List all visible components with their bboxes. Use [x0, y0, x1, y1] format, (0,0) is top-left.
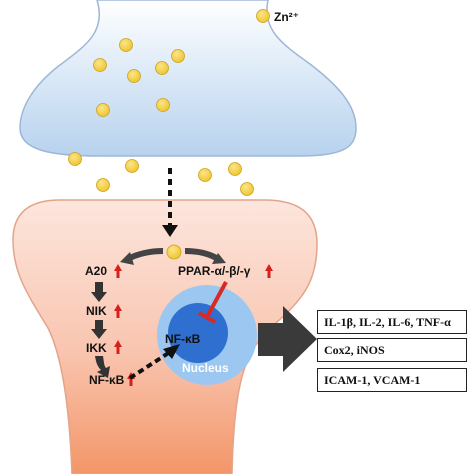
presynaptic-terminal [19, 0, 357, 157]
presynaptic-zinc-ions [93, 38, 185, 117]
nucleus: NF-κB Nucleus [157, 285, 257, 385]
legend: Zn²⁺ [256, 9, 299, 24]
cytokines-box: IL-1β, IL-2, IL-6, TNF-α [317, 310, 467, 334]
cleft-zinc-ions [68, 152, 254, 196]
inhibition-arrow [198, 281, 228, 324]
zinc-entry-arrow [162, 168, 178, 237]
adhesion-molecules-box: ICAM-1, VCAM-1 [317, 368, 467, 392]
zinc-ion [171, 49, 185, 63]
zinc-ion [127, 69, 141, 83]
cascade-arrows [91, 282, 110, 378]
output-arrow [258, 306, 317, 372]
nucleus-label: Nucleus [182, 361, 229, 375]
branch-arrows [120, 248, 226, 265]
up-arrow-icon [114, 340, 122, 354]
curved-down-arrow-icon [95, 356, 110, 378]
zinc-ion [240, 182, 254, 196]
nfkb-nucleus-label: NF-κB [165, 332, 201, 346]
zinc-ion [155, 61, 169, 75]
zinc-ion [93, 58, 107, 72]
up-arrow-icon [265, 264, 273, 278]
zinc-ion-intracellular [166, 244, 182, 260]
down-arrow-icon [91, 320, 107, 339]
up-arrow-icon [114, 304, 122, 318]
down-arrow-icon [91, 282, 107, 302]
up-arrow-icon [114, 264, 122, 278]
nfkb-cytoplasm-label: NF-κB [89, 373, 125, 387]
zinc-ion [96, 103, 110, 117]
nuclear-translocation-arrow [128, 344, 180, 380]
zinc-ion [198, 168, 212, 182]
legend-zinc-icon [256, 9, 270, 23]
zinc-ion [68, 152, 82, 166]
zinc-ion [228, 162, 242, 176]
nik-label: NIK [86, 304, 107, 318]
ppar-label: PPAR-α/-β/-γ [178, 264, 251, 278]
enzymes-box: Cox2, iNOS [317, 338, 467, 362]
nucleus-inner [168, 303, 228, 363]
zinc-ion [96, 178, 110, 192]
ikk-label: IKK [86, 341, 107, 355]
zinc-ion [119, 38, 133, 52]
legend-label: Zn²⁺ [274, 10, 299, 24]
zinc-ion [156, 98, 170, 112]
zinc-ion [125, 159, 139, 173]
a20-label: A20 [85, 264, 107, 278]
upregulation-arrows [114, 264, 273, 386]
